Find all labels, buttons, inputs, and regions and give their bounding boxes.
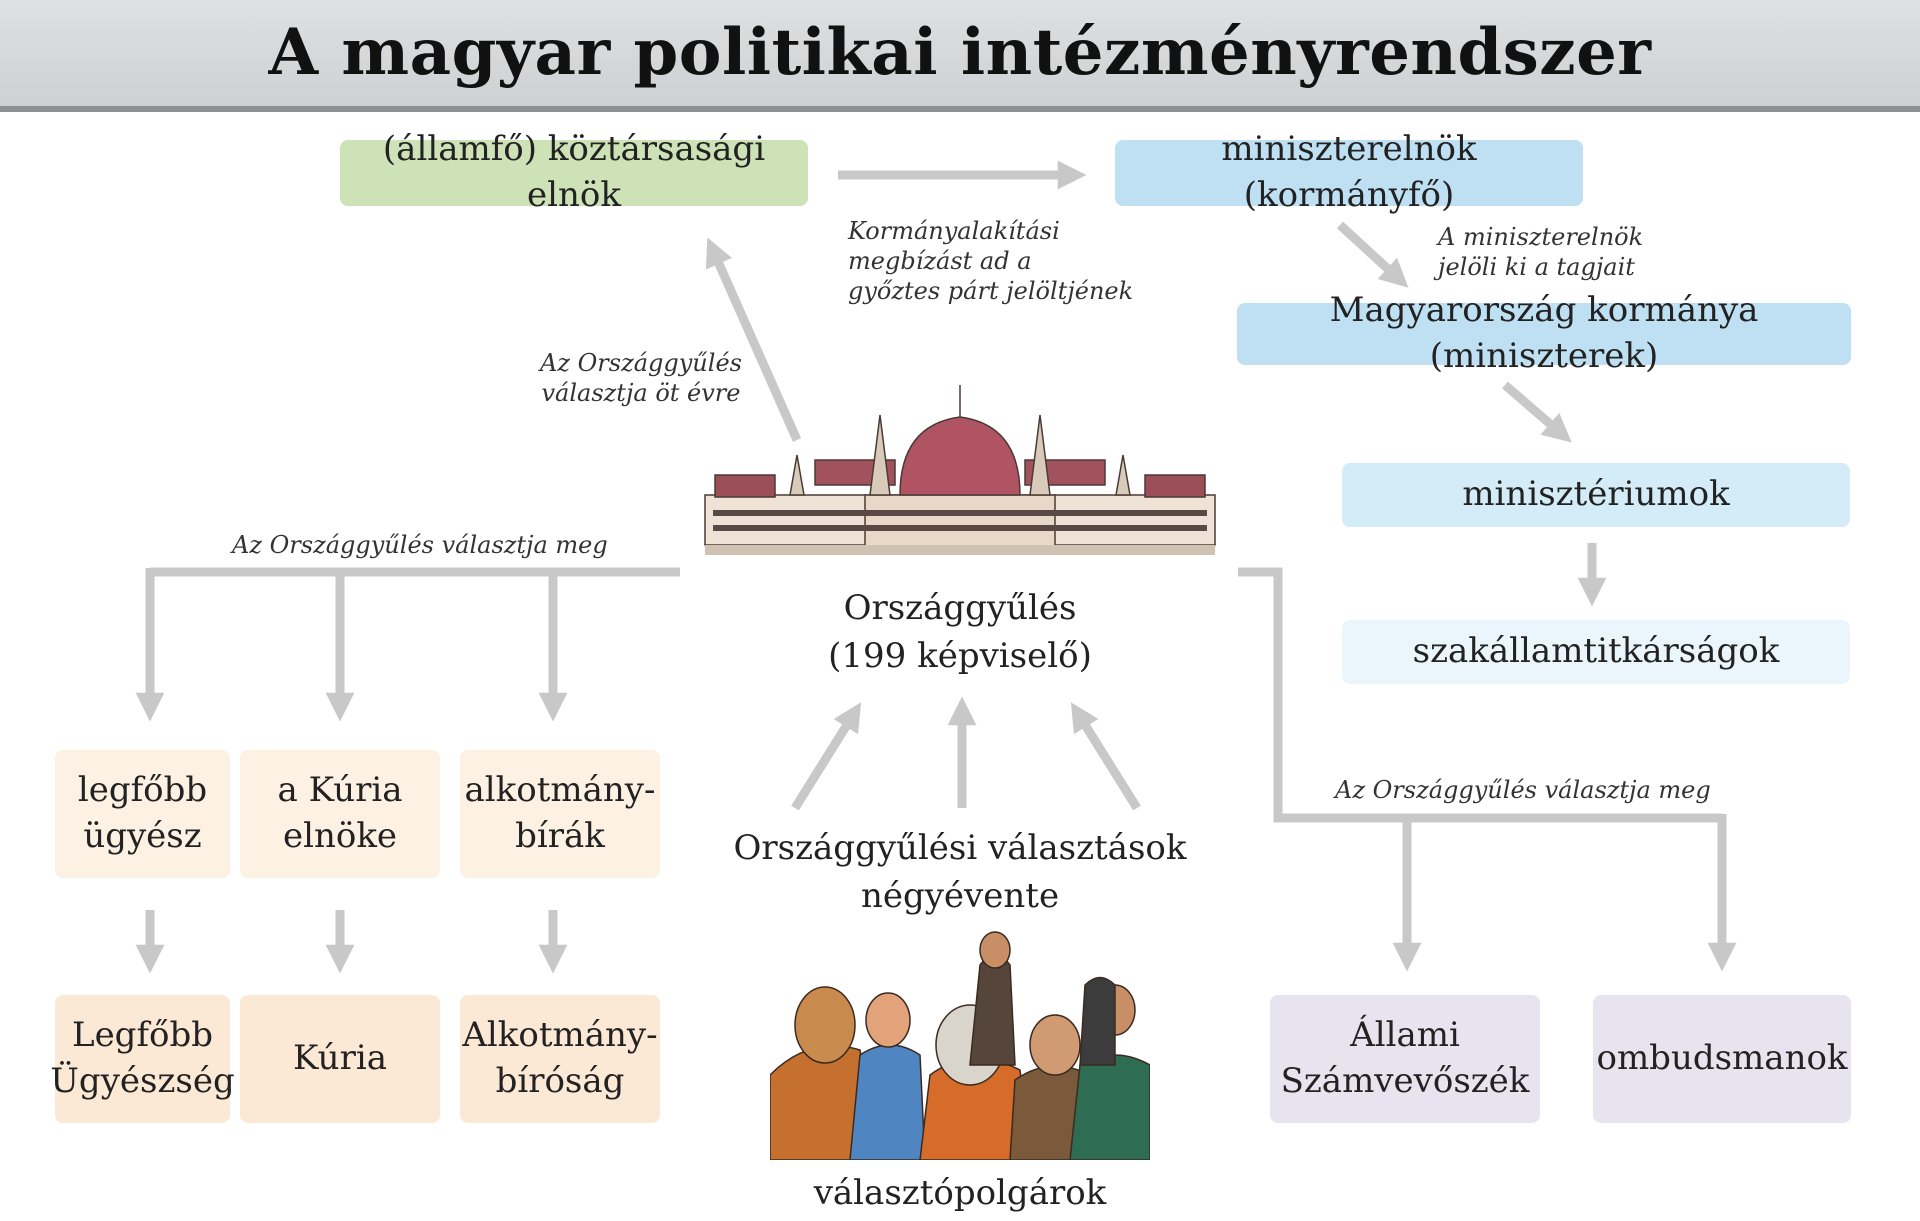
arrow-right-bracket (1238, 567, 1722, 823)
parliament-label: Országgyűlés (199 képviselő) (828, 588, 1092, 676)
kuria-president-box: a Kúria elnöke (240, 750, 440, 878)
parliament-building-icon (704, 385, 1216, 555)
ministries-label: minisztériumok (1462, 474, 1730, 515)
ministries-box: minisztériumok (1342, 463, 1850, 527)
title-bar: A magyar politikai intézményrendszer (0, 0, 1920, 112)
state-secretariats-label: szakállamtitkárságok (1412, 631, 1780, 672)
arrow-elections-right (1070, 702, 1141, 811)
const-judges-box: alkotmány- bírák (460, 750, 660, 878)
prime-minister-box: miniszterelnök (kormányfő) (1115, 129, 1583, 215)
chief-prosecutor-box: legfőbb ügyész (55, 750, 230, 878)
kuria-box: Kúria (240, 995, 440, 1123)
president-label: (államfő) köztársasági elnök (382, 129, 766, 215)
label-parliament-elects-president: Az Országgyűlés választja öt évre (540, 349, 742, 407)
ombudsmen-box: ombudsmanok (1593, 995, 1851, 1123)
prime-minister-label: miniszterelnök (kormányfő) (1221, 129, 1477, 215)
prosecution-office-box: Legfőbb Ügyészség (50, 995, 235, 1123)
const-court-box: Alkotmány- bíróság (460, 995, 660, 1123)
arrow-pm-to-government (1336, 221, 1409, 288)
label-government-formation: Kormányalakítási megbízást ad a győztes … (848, 217, 1134, 305)
arrow-parliament-to-president (705, 237, 802, 442)
voters-label: választópolgárok (813, 1173, 1107, 1213)
label-pm-nominates: A miniszterelnök jelöli ki a tagjait (1438, 223, 1644, 281)
voters-crowd-icon (770, 925, 1150, 1160)
elections-label: Országgyűlési választások négyévente (733, 828, 1187, 916)
arrow-elections-left (791, 702, 862, 811)
government-label: Magyarország kormánya (miniszterek) (1329, 290, 1759, 376)
page-title: A magyar politikai intézményrendszer (268, 15, 1652, 90)
state-secretariats-box: szakállamtitkárságok (1342, 620, 1850, 684)
label-left-elects: Az Országgyűlés választja meg (232, 531, 608, 559)
government-box: Magyarország kormánya (miniszterek) (1237, 290, 1851, 376)
label-right-elects: Az Országgyűlés választja meg (1335, 776, 1711, 804)
state-audit-office-box: Állami Számvevőszék (1270, 995, 1540, 1123)
arrow-government-to-ministries (1502, 381, 1572, 443)
president-box: (államfő) köztársasági elnök (340, 129, 808, 215)
